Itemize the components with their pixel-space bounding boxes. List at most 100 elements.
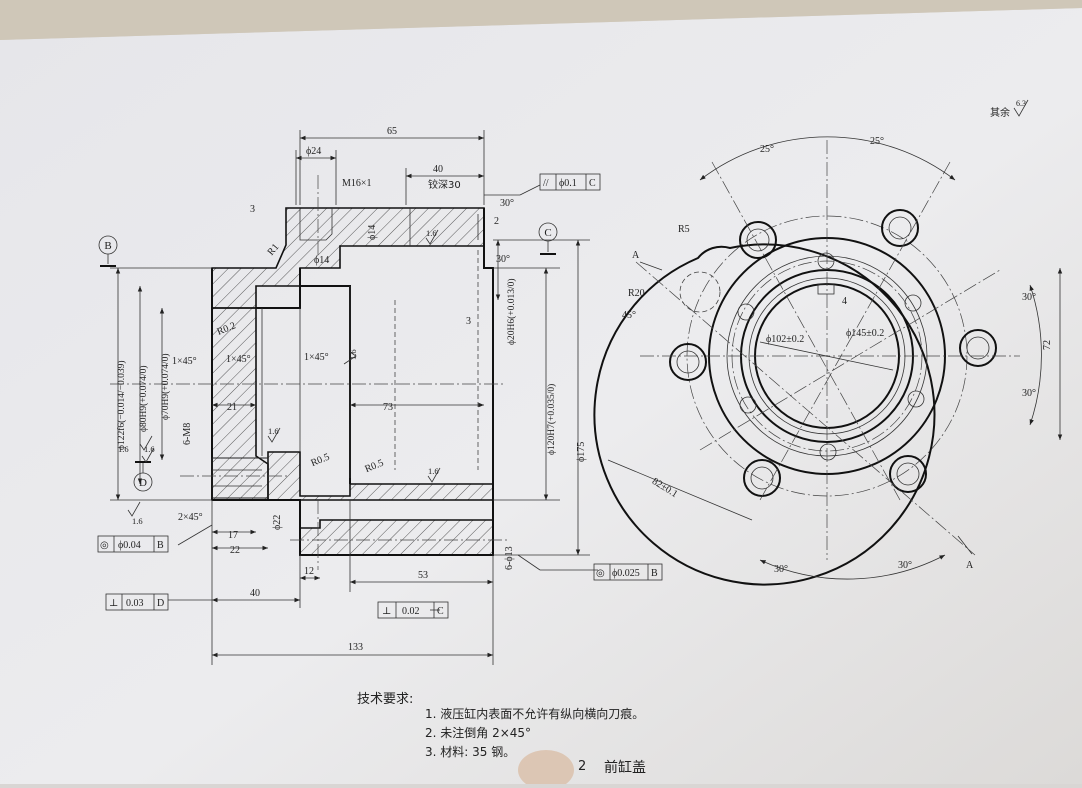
dim-40-top: 40 — [433, 164, 443, 175]
svg-text:B: B — [104, 240, 111, 252]
bolt-holes — [669, 209, 997, 497]
rest-roughness: 6.3 — [1016, 99, 1026, 108]
svg-text:1.6: 1.6 — [132, 516, 143, 526]
section-mark-a1: A — [632, 250, 640, 261]
dim-d80: ϕ80H9(+0.074/0) — [138, 365, 149, 432]
tol-parallel: // ϕ0.1 C — [539, 173, 601, 191]
part-title: 前缸盖 — [604, 759, 646, 776]
dim-ch2: 1×45° — [226, 354, 251, 365]
roughness-mark-2: 1.6 — [343, 349, 358, 365]
tol-perp-c: ⊥ 0.02 C — [377, 601, 449, 619]
svg-text:1.6: 1.6 — [426, 228, 437, 238]
svg-text://: // — [543, 178, 549, 189]
ang-30-r1: 30° — [1022, 292, 1036, 303]
dim-6d13: 6-ϕ13 — [504, 546, 515, 570]
svg-text:1.6: 1.6 — [428, 466, 439, 476]
dim-21: 21 — [227, 402, 237, 413]
dim-72: 72 — [1042, 340, 1053, 350]
dim-73: 73 — [383, 402, 393, 413]
ang-45: 45° — [622, 310, 636, 321]
dim-2: 2 — [494, 216, 499, 227]
finger — [518, 750, 574, 788]
dim-ch1: 1×45° — [172, 356, 197, 367]
ang-25-left: 25° — [760, 144, 774, 155]
dim-d122: ϕ122f6(−0.014/−0.039) — [116, 360, 127, 450]
dim-22: 22 — [230, 545, 240, 556]
dim-30b: 30° — [496, 254, 510, 265]
dim-4: 4 — [842, 296, 847, 307]
section-mark-a2: A — [966, 560, 974, 571]
roughness-mark-7: 1.6 — [118, 435, 153, 454]
dim-d120: ϕ120H7(+0.035/0) — [546, 384, 557, 455]
datum-d: D — [133, 461, 153, 492]
small-holes — [737, 252, 925, 461]
dim-6m8: 6-M8 — [182, 423, 193, 445]
dim-d102: ϕ102±0.2 — [766, 334, 804, 345]
svg-text:C: C — [544, 227, 551, 239]
section-view: B C D 65 ϕ24 M16×1 40 铰深30 3 R1 ϕ14 ϕ14 … — [97, 126, 663, 665]
dim-3-top: 3 — [250, 204, 255, 215]
svg-text:1.6: 1.6 — [268, 426, 279, 436]
ang-30-r2: 30° — [1022, 388, 1036, 399]
datum-b: B — [98, 235, 118, 267]
page-number: 2 — [578, 759, 586, 774]
svg-text:D: D — [157, 598, 164, 609]
svg-text:1.6: 1.6 — [118, 444, 129, 454]
technical-requirements: 技术要求: 1. 液压缸内表面不允许有纵向横向刀痕。 2. 未注倒角 2×45°… — [357, 692, 646, 776]
roughness-mark-4: 1.6 — [141, 444, 155, 463]
note-item-2: 2. 未注倒角 2×45° — [425, 725, 531, 740]
radius-r5: R5 — [678, 224, 690, 235]
tol-perp-d: ⊥ 0.03 D — [105, 593, 169, 611]
note-item-3: 3. 材料: 35 钢。 — [425, 745, 515, 759]
dim-thread: M16×1 — [342, 178, 372, 189]
roughness-mark-5: 1.6 — [127, 501, 143, 526]
svg-text:0.03: 0.03 — [126, 598, 144, 609]
roughness-mark-6: 1.6 — [427, 466, 441, 483]
dim-d70: ϕ70H9(+0.074/0) — [160, 353, 171, 420]
note-item-1: 1. 液压缸内表面不允许有纵向横向刀痕。 — [425, 706, 644, 721]
tol-coax-b: ◎ ϕ0.04 B — [97, 535, 169, 553]
svg-text:⊥: ⊥ — [382, 606, 391, 617]
notes-heading: 技术要求: — [357, 692, 413, 707]
svg-text:1.6: 1.6 — [144, 444, 155, 454]
flange-outline — [593, 243, 936, 586]
ang-30-b1: 30° — [774, 564, 788, 575]
dim-d22: ϕ22 — [272, 515, 283, 530]
svg-text:B: B — [157, 540, 164, 551]
svg-text:ϕ0.1: ϕ0.1 — [559, 178, 577, 189]
dim-30a: 30° — [500, 198, 514, 209]
datum-c: C — [538, 222, 558, 255]
dim-2x45: 2×45° — [178, 512, 203, 523]
paper-page — [0, 8, 1082, 784]
dim-d20: ϕ20H6(+0.013/0) — [506, 278, 517, 345]
rest-label: 其余 — [990, 106, 1010, 119]
roughness-mark-1: 1.6 — [425, 228, 439, 245]
dim-d24: ϕ24 — [306, 146, 321, 157]
dim-ch3: 1×45° — [304, 352, 329, 363]
dim-12: 12 — [304, 566, 314, 577]
svg-text:B: B — [651, 568, 658, 579]
dim-40: 40 — [250, 588, 260, 599]
dim-d14b: ϕ14 — [314, 255, 329, 266]
tol-coax-c: ◎ ϕ0.025 B — [593, 563, 663, 581]
dim-17: 17 — [228, 530, 238, 541]
svg-text:⊥: ⊥ — [109, 598, 118, 609]
ang-30-b2: 30° — [898, 560, 912, 571]
svg-text:ϕ0.025: ϕ0.025 — [612, 568, 640, 579]
roughness-mark-3: 1.6 — [267, 426, 281, 443]
dim-d175: ϕ175 — [576, 442, 587, 462]
svg-text:◎: ◎ — [100, 540, 109, 551]
dim-d145: ϕ145±0.2 — [846, 328, 884, 339]
svg-text:C: C — [437, 606, 444, 617]
svg-text:ϕ0.04: ϕ0.04 — [118, 540, 141, 551]
end-view: 其余 6.3 25° 25° R5 R20 45° 30° 30° 72 4 ϕ… — [593, 99, 1063, 586]
radius-r20: R20 — [628, 288, 645, 299]
dim-counter-depth: 铰深30 — [428, 178, 461, 191]
page-top-edge — [0, 0, 1082, 40]
svg-text:1.6: 1.6 — [348, 349, 358, 360]
dim-53: 53 — [418, 570, 428, 581]
dim-65: 65 — [387, 126, 397, 137]
svg-text:C: C — [589, 178, 596, 189]
